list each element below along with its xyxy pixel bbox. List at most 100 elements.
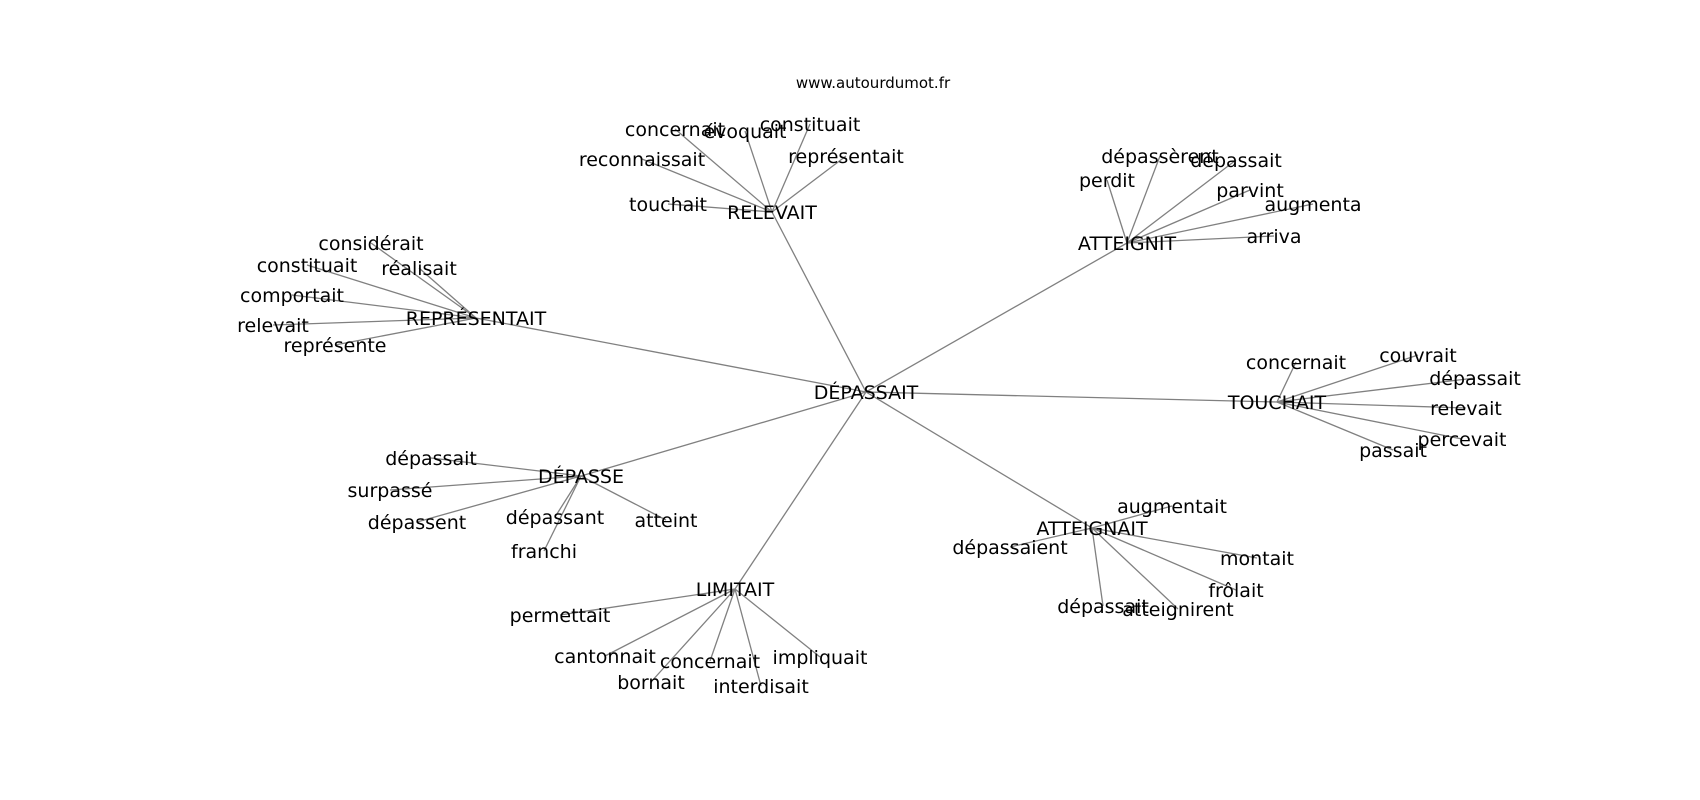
edge-touchait-3 bbox=[1276, 401, 1467, 409]
leaf-word-representait-3[interactable]: comportait bbox=[240, 285, 344, 307]
edge-center-depasse bbox=[580, 391, 867, 477]
edge-atteignit-4 bbox=[1126, 203, 1314, 244]
edge-center-representait bbox=[475, 317, 867, 393]
leaf-word-limitait-2[interactable]: concernait bbox=[660, 651, 760, 673]
edge-center-atteignait bbox=[865, 391, 1093, 529]
leaf-word-depasse-3[interactable]: dépassant bbox=[506, 507, 604, 529]
leaf-word-representait-1[interactable]: constituait bbox=[257, 255, 358, 277]
edge-atteignait-3 bbox=[1091, 527, 1237, 591]
leaf-word-relevait-2[interactable]: constituait bbox=[760, 114, 861, 136]
edge-relevait-4 bbox=[771, 155, 847, 213]
leaf-word-touchait-2[interactable]: dépassait bbox=[1429, 368, 1521, 390]
edge-touchait-1 bbox=[1276, 354, 1419, 403]
leaf-word-touchait-1[interactable]: couvrait bbox=[1379, 345, 1457, 367]
edge-atteignit-0 bbox=[1126, 155, 1161, 244]
edge-depasse-5 bbox=[543, 475, 582, 552]
edge-limitait-3 bbox=[734, 588, 821, 658]
edge-touchait-5 bbox=[1276, 401, 1394, 451]
leaf-word-limitait-4[interactable]: bornait bbox=[617, 672, 685, 694]
edge-touchait-0 bbox=[1276, 361, 1297, 403]
edge-representait-2 bbox=[418, 267, 477, 319]
leaf-word-representait-4[interactable]: relevait bbox=[237, 315, 309, 337]
leaf-word-relevait-1[interactable]: évoquait bbox=[703, 121, 786, 143]
edge-depasse-2 bbox=[416, 475, 582, 523]
leaf-word-depasse-2[interactable]: dépassent bbox=[368, 512, 466, 534]
leaf-word-atteignait-5[interactable]: atteignirent bbox=[1122, 599, 1233, 621]
edge-depasse-0 bbox=[430, 457, 582, 477]
hub-word-relevait[interactable]: RELEVAIT bbox=[727, 202, 817, 224]
leaf-word-atteignit-1[interactable]: dépassait bbox=[1190, 150, 1282, 172]
edge-atteignait-5 bbox=[1091, 527, 1179, 610]
site-url: www.autourdumot.fr bbox=[796, 74, 951, 92]
edge-atteignait-1 bbox=[1009, 527, 1093, 548]
leaf-word-relevait-4[interactable]: représentait bbox=[788, 146, 904, 168]
edge-representait-5 bbox=[334, 317, 477, 346]
leaf-word-limitait-5[interactable]: interdisait bbox=[713, 676, 809, 698]
leaf-word-depasse-5[interactable]: franchi bbox=[511, 541, 577, 563]
leaf-word-atteignait-2[interactable]: montait bbox=[1220, 548, 1294, 570]
edge-representait-0 bbox=[370, 242, 477, 319]
edge-limitait-2 bbox=[709, 588, 736, 662]
edge-touchait-2 bbox=[1276, 377, 1476, 403]
leaf-word-atteignait-0[interactable]: augmentait bbox=[1117, 496, 1227, 518]
leaf-word-atteignit-4[interactable]: augmenta bbox=[1264, 194, 1361, 216]
edge-center-atteignit bbox=[865, 242, 1128, 393]
edge-relevait-5 bbox=[667, 203, 773, 213]
edge-atteignait-0 bbox=[1091, 505, 1173, 529]
edge-representait-3 bbox=[291, 294, 477, 319]
leaf-word-touchait-0[interactable]: concernait bbox=[1246, 352, 1346, 374]
hub-word-atteignait[interactable]: ATTEIGNAIT bbox=[1036, 518, 1148, 540]
leaf-word-atteignit-3[interactable]: parvint bbox=[1216, 180, 1284, 202]
edge-center-touchait bbox=[865, 391, 1278, 403]
edge-relevait-2 bbox=[771, 123, 811, 213]
leaf-word-touchait-3[interactable]: relevait bbox=[1430, 398, 1502, 420]
edge-atteignit-3 bbox=[1126, 189, 1251, 244]
leaf-word-representait-5[interactable]: représente bbox=[284, 335, 387, 357]
edge-representait-4 bbox=[272, 317, 477, 326]
leaf-word-atteignait-1[interactable]: dépassaient bbox=[952, 537, 1067, 559]
leaf-word-relevait-5[interactable]: touchait bbox=[629, 194, 707, 216]
leaf-word-depasse-0[interactable]: dépassait bbox=[385, 448, 477, 470]
edge-atteignit-2 bbox=[1106, 179, 1128, 244]
edge-limitait-1 bbox=[604, 588, 736, 657]
edge-depasse-1 bbox=[389, 475, 582, 491]
edge-representait-1 bbox=[306, 264, 477, 319]
edge-depasse-4 bbox=[580, 475, 667, 521]
edge-relevait-0 bbox=[674, 128, 773, 213]
edge-relevait-3 bbox=[641, 158, 773, 213]
leaf-word-atteignit-5[interactable]: arriva bbox=[1246, 226, 1301, 248]
leaf-word-limitait-3[interactable]: impliquait bbox=[773, 647, 868, 669]
edge-atteignit-5 bbox=[1126, 235, 1275, 244]
center-word[interactable]: DÉPASSAIT bbox=[814, 381, 919, 404]
hub-word-limitait[interactable]: LIMITAIT bbox=[696, 579, 775, 601]
leaf-word-atteignait-4[interactable]: dépassait bbox=[1057, 596, 1149, 618]
leaf-word-relevait-3[interactable]: reconnaissait bbox=[579, 149, 705, 171]
leaf-word-depasse-4[interactable]: atteint bbox=[634, 510, 697, 532]
edge-relevait-1 bbox=[744, 130, 773, 213]
leaf-word-atteignit-2[interactable]: perdit bbox=[1079, 170, 1135, 192]
edge-touchait-4 bbox=[1276, 401, 1463, 440]
leaf-word-representait-0[interactable]: considérait bbox=[318, 233, 423, 255]
leaf-word-touchait-4[interactable]: percevait bbox=[1418, 429, 1507, 451]
leaf-word-relevait-0[interactable]: concernait bbox=[625, 119, 725, 141]
leaf-word-limitait-1[interactable]: cantonnait bbox=[554, 646, 656, 668]
hub-word-depasse[interactable]: DÉPASSE bbox=[538, 465, 624, 488]
leaf-word-depasse-1[interactable]: surpassé bbox=[348, 480, 433, 502]
leaf-word-representait-2[interactable]: réalisait bbox=[381, 258, 457, 280]
leaf-word-atteignit-0[interactable]: dépassèrent bbox=[1101, 146, 1219, 168]
hub-word-touchait[interactable]: TOUCHAIT bbox=[1227, 392, 1327, 414]
hub-word-atteignit[interactable]: ATTEIGNIT bbox=[1078, 233, 1177, 255]
edge-atteignait-2 bbox=[1091, 527, 1258, 559]
graph-edges bbox=[272, 123, 1476, 687]
edge-center-relevait bbox=[771, 211, 867, 393]
edge-limitait-0 bbox=[559, 588, 736, 616]
leaf-word-atteignait-3[interactable]: frôlait bbox=[1208, 580, 1263, 602]
leaf-word-touchait-5[interactable]: passait bbox=[1359, 440, 1427, 462]
leaf-word-limitait-0[interactable]: permettait bbox=[510, 605, 611, 627]
edge-center-limitait bbox=[734, 391, 867, 590]
edge-limitait-5 bbox=[734, 588, 762, 687]
edge-atteignait-4 bbox=[1091, 527, 1104, 607]
graph-labels: DÉPASSAITRELEVAITconcernaitévoquaitconst… bbox=[237, 114, 1521, 698]
hub-word-representait[interactable]: REPRÉSENTAIT bbox=[406, 307, 547, 330]
edge-limitait-4 bbox=[650, 588, 736, 683]
